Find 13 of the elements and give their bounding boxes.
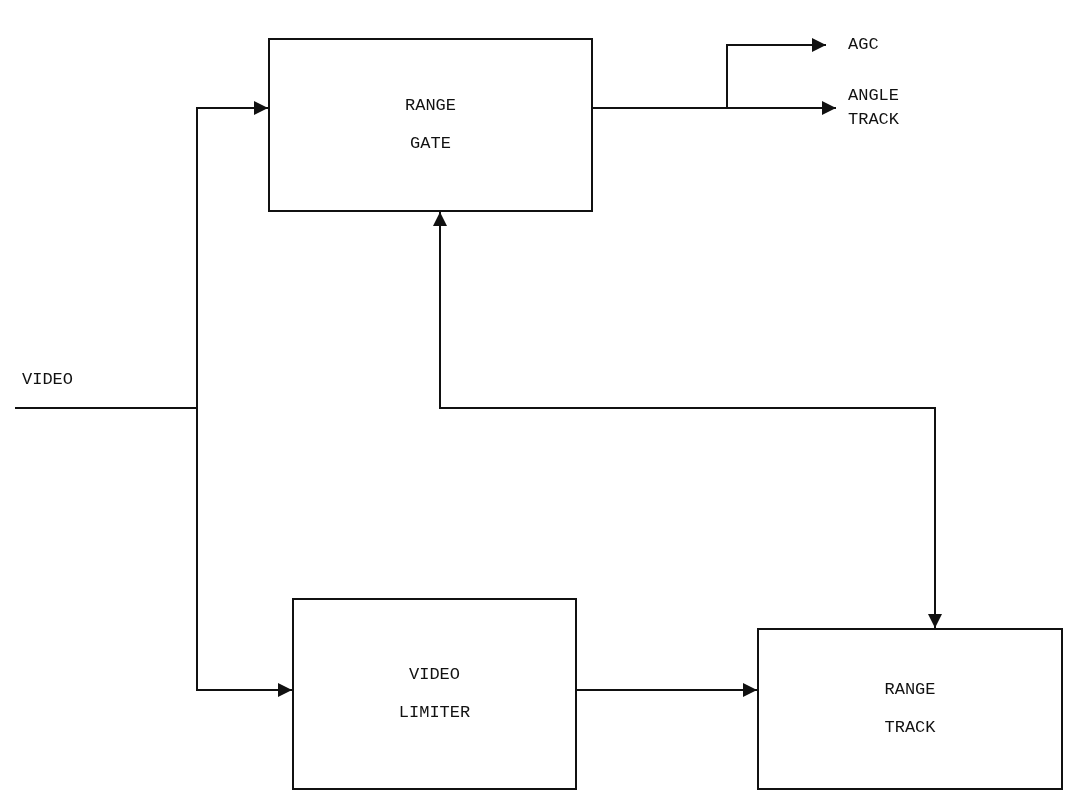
- arrow: [14, 407, 293, 697]
- output-label: ANGLE TRACK: [848, 85, 900, 131]
- process-box: [292, 598, 577, 790]
- arrow: [592, 101, 837, 115]
- block-label: VIDEO LIMITER: [397, 664, 472, 724]
- arrow: [433, 211, 942, 629]
- process-box: [268, 38, 593, 212]
- block-label: RANGE TRACK: [883, 679, 937, 739]
- output-label: AGC: [848, 34, 880, 56]
- arrow: [576, 683, 758, 697]
- process-box: [757, 628, 1063, 790]
- block-label: RANGE GATE: [404, 95, 457, 155]
- input-label: VIDEO: [22, 370, 73, 389]
